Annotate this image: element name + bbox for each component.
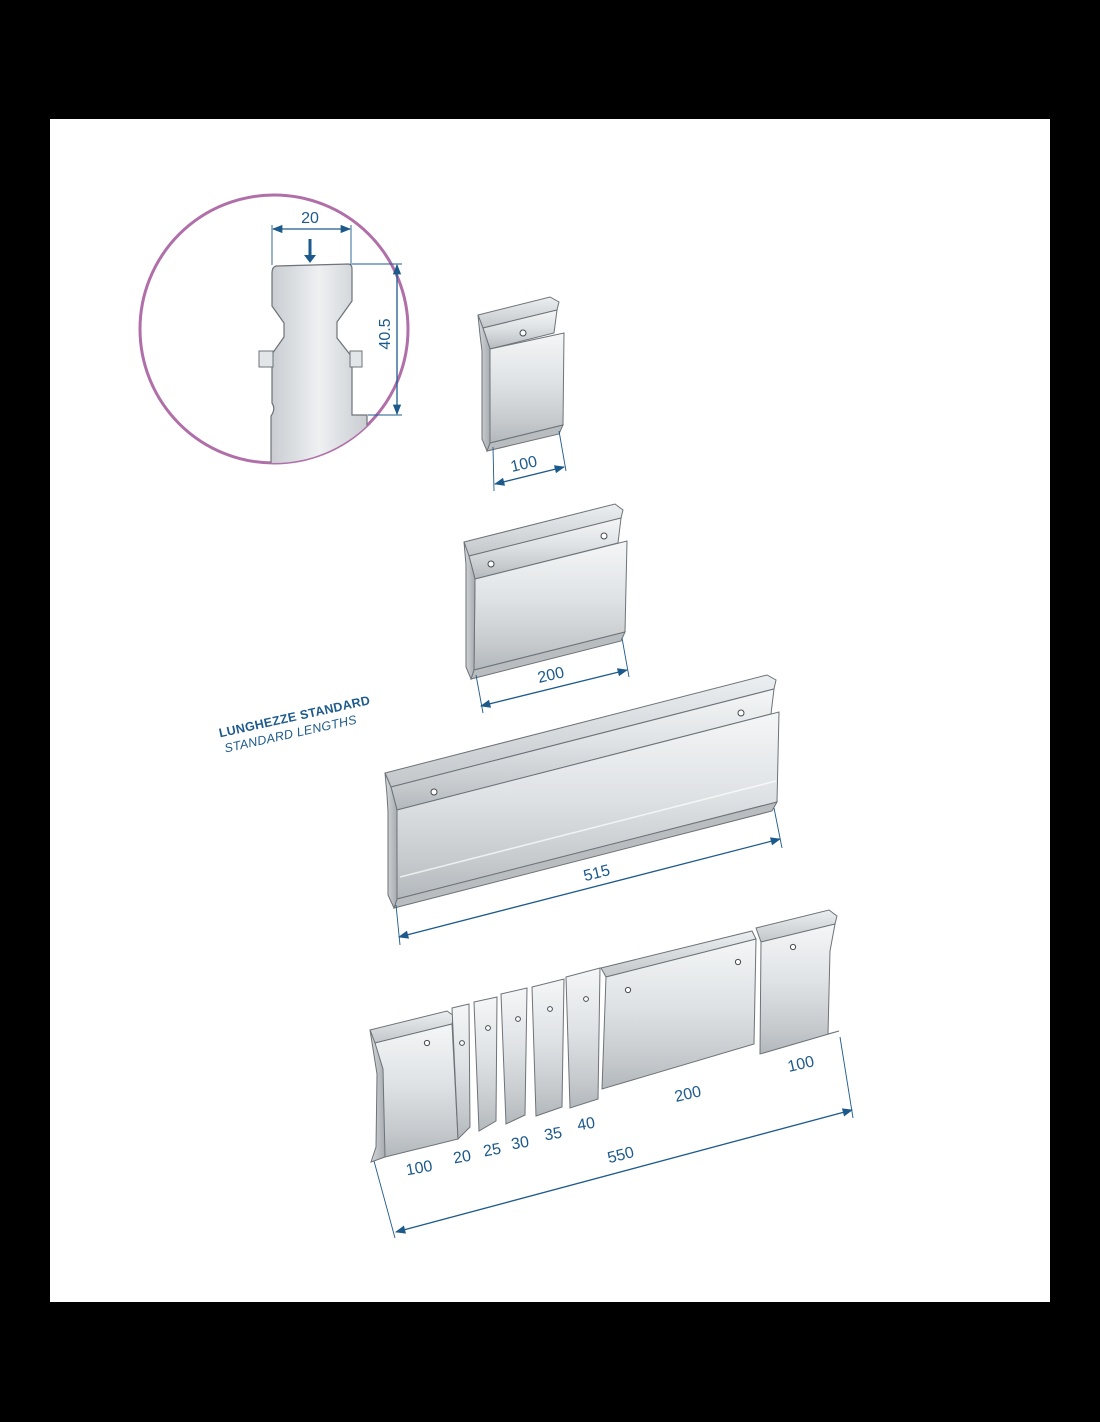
hole-icon — [485, 1025, 491, 1031]
hole-icon — [789, 943, 797, 951]
set-total-label: 550 — [606, 1144, 636, 1167]
punch-segment-set: 100 20 25 30 35 40 200 100 550 — [369, 909, 854, 1239]
hole-icon — [600, 532, 608, 540]
hole-icon — [430, 788, 438, 796]
title-block: LUNGHEZZE STANDARD STANDARD LENGTHS — [218, 693, 372, 755]
total-dimension-line — [394, 1108, 854, 1234]
set-label-35: 35 — [543, 1125, 564, 1145]
set-label-25: 25 — [482, 1141, 503, 1161]
length-label-200: 200 — [536, 664, 566, 687]
set-label-20: 20 — [452, 1148, 473, 1168]
hole-icon — [423, 1039, 431, 1047]
punch-segment-515: 515 — [384, 674, 783, 946]
hole-icon — [737, 709, 745, 717]
length-label-100: 100 — [509, 453, 539, 476]
set-label-100-right: 100 — [786, 1053, 816, 1076]
length-label-515: 515 — [582, 862, 612, 885]
set-label-30: 30 — [510, 1134, 531, 1154]
hole-icon — [459, 1040, 465, 1046]
hole-icon — [519, 329, 527, 337]
detail-height-label: 40.5 — [377, 318, 394, 349]
hole-icon — [734, 958, 742, 966]
profile-detail: 20 40.5 — [138, 193, 410, 465]
hole-icon — [487, 560, 495, 568]
tang-left — [258, 350, 274, 368]
punch-segment-100: 100 — [477, 296, 567, 492]
hole-icon — [515, 1016, 521, 1022]
hole-icon — [624, 986, 632, 994]
technical-drawing: 20 40.5 LUNGHEZZE STANDARD STANDARD LENG… — [138, 193, 854, 1239]
detail-width-label: 20 — [301, 210, 319, 227]
tang-right — [349, 350, 363, 368]
set-label-100-left: 100 — [405, 1158, 434, 1179]
punch-profile — [270, 263, 368, 463]
set-label-40: 40 — [576, 1115, 597, 1135]
drawing-sheet: 20 40.5 LUNGHEZZE STANDARD STANDARD LENG… — [50, 119, 1050, 1302]
hole-icon — [547, 1006, 553, 1012]
set-label-200: 200 — [673, 1083, 703, 1106]
punch-segment-200: 200 — [463, 503, 630, 714]
hole-icon — [583, 996, 589, 1002]
